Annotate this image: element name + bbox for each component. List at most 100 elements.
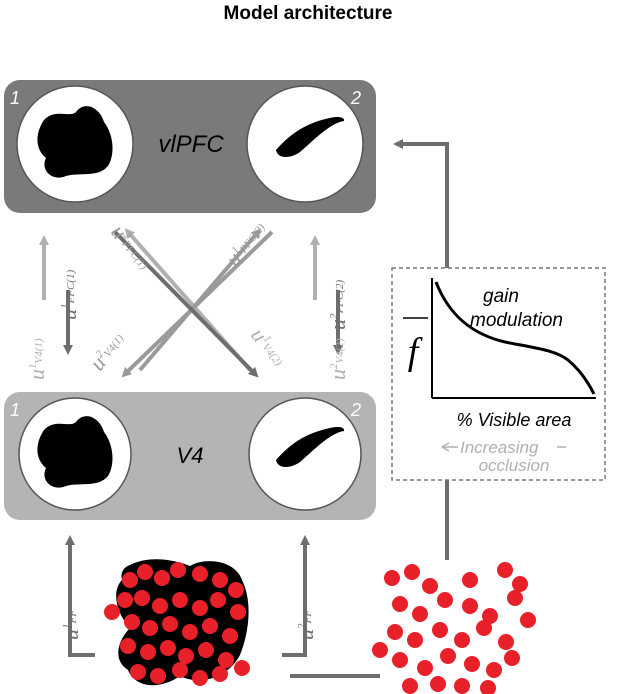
inset-to-vlpfc-arrow [393, 139, 449, 268]
label-u1-pfc-2: u1PFC(2) [220, 216, 271, 271]
occluder-dot [486, 662, 502, 678]
occluder-dot [404, 564, 420, 580]
occluder-dot [402, 678, 418, 694]
occluder-dot [228, 582, 244, 598]
occluder-dot [432, 622, 448, 638]
occluder-dot [192, 566, 208, 582]
label-u2-v4-2: u2V4(2) [325, 338, 350, 380]
occlusion-label-1: Increasing [460, 438, 539, 457]
label-u1-pfc-1: u1PFC(1) [56, 270, 81, 320]
occlusion-arrow-head [441, 442, 450, 452]
occluder-dot [212, 572, 228, 588]
occluder-dot [422, 578, 438, 594]
vlpfc-unit-1-shape [37, 106, 113, 178]
occluder-dot [464, 656, 480, 672]
vlpfc-unit-2-shape [276, 117, 345, 157]
v4-label: V4 [177, 443, 204, 468]
pfc-2-to-v4-1-arrow [121, 230, 274, 378]
occluder-dot [454, 632, 470, 648]
occluder-dot [384, 570, 400, 586]
occluder-dot [154, 570, 170, 586]
occluder-dot [140, 644, 156, 660]
occluder-dot [482, 608, 498, 624]
occluder-dot [392, 596, 408, 612]
occluder-dot [178, 648, 194, 664]
occluder-dot [192, 670, 208, 686]
occluder-dot [212, 666, 228, 682]
occluder-dot [504, 650, 520, 666]
occluder-dot [412, 606, 428, 622]
occluder-dot [170, 562, 186, 578]
label-u1-v4-1: u1V4(1) [24, 338, 49, 380]
feedforward-inputs: u1FF u2FF [58, 535, 380, 678]
ff-2-arrow [282, 535, 310, 657]
cross-connections [113, 228, 274, 378]
inset-frame [391, 267, 606, 481]
vlpfc-label: vlPFC [158, 131, 224, 158]
v4-unit-2-number: 2 [350, 400, 361, 420]
occluder-dot [198, 642, 214, 658]
occluder-dot [192, 600, 208, 616]
occluder-dot [454, 678, 470, 694]
label-u1-v4-2: u1V4(2) [246, 323, 291, 371]
occluder-dot [162, 616, 178, 632]
occluder-dot [507, 590, 523, 606]
occluder-dot [407, 632, 423, 648]
occluder-dot [202, 618, 218, 634]
vlpfc-unit-1-number: 1 [10, 88, 20, 108]
occluder-dot [134, 590, 150, 606]
page-title: Model architecture [224, 3, 393, 24]
occluder-dot [142, 620, 158, 636]
occluder-dots-left [104, 562, 250, 686]
curve-label-modulation: modulation [470, 310, 563, 331]
v4-module: 1 2 V4 [4, 392, 376, 520]
vlpfc-module: 1 2 vlPFC [4, 80, 376, 213]
occluder-dot [430, 676, 446, 692]
occluder-dot [150, 668, 166, 684]
occluder-dot [104, 604, 120, 620]
occluder-dot [182, 624, 198, 640]
occluder-dot [172, 662, 188, 678]
occluder-dot [137, 564, 153, 580]
occluded-stimulus [104, 559, 250, 686]
label-u2-ff: u2FF [293, 610, 318, 640]
occluder-dot [152, 598, 168, 614]
occluder-dot [417, 660, 433, 676]
label-u2-v4-1: u2V4(1) [84, 327, 129, 375]
gain-pathway [393, 139, 449, 560]
occluder-dot [497, 562, 513, 578]
v4-unit-2-shape [276, 427, 345, 467]
occluder-dot [387, 624, 403, 640]
occluder-dot [210, 592, 226, 608]
occluder-dot [172, 592, 188, 608]
occluder-dot [437, 592, 453, 608]
occluder-dot [130, 664, 146, 680]
occluder-dot [372, 642, 388, 658]
v4-unit-1-number: 1 [10, 400, 20, 420]
gain-curve [434, 281, 596, 395]
vertical-connections [39, 235, 343, 355]
gain-modulation-inset: f gain modulation % Visible area Increas… [391, 267, 606, 481]
occluder-dot [462, 572, 478, 588]
occluder-dot [117, 592, 133, 608]
occluder-dot [124, 614, 140, 630]
occluder-dot [498, 634, 514, 650]
occluder-dot [218, 652, 234, 668]
vlpfc-unit-2-number: 2 [350, 88, 361, 108]
occluder-dot [222, 628, 238, 644]
occluder-dot [120, 638, 136, 654]
inset-x-label: % Visible area [457, 410, 572, 430]
occluder-dot [480, 680, 496, 694]
label-u2-pfc-2: u2PFC(2) [325, 280, 350, 330]
ff-1-arrow [65, 535, 95, 657]
v4-unit-1-shape [37, 416, 113, 488]
occluder-dot [440, 648, 456, 664]
curve-label-gain: gain [483, 286, 519, 307]
occluder-dot [476, 620, 492, 636]
occlusion-label-2: occlusion [479, 456, 550, 475]
label-u1-ff: u1FF [58, 610, 83, 640]
occluder-dot [512, 576, 528, 592]
pfc-1-to-v4-2-arrow [113, 230, 259, 378]
occluder-dots-right [372, 562, 536, 694]
